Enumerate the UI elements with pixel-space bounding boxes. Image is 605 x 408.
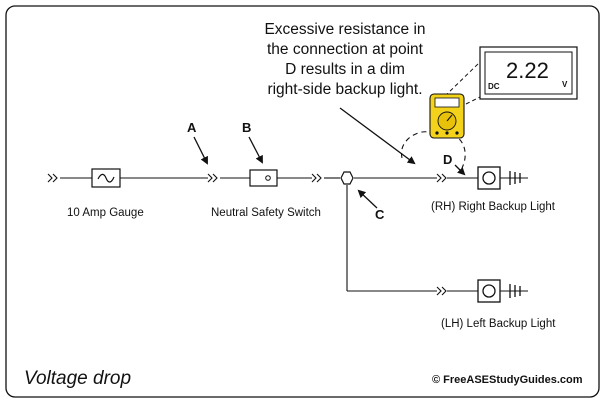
connector-a — [207, 173, 218, 183]
switch-icon — [249, 169, 278, 187]
meter-reading: 2.22 — [506, 58, 549, 83]
splice-hexagon-icon — [340, 171, 354, 185]
gauge-label: 10 Amp Gauge — [67, 207, 144, 219]
connector-start — [47, 173, 58, 183]
switch-label: Neutral Safety Switch — [211, 207, 321, 219]
callout-line-1: Excessive resistance in — [264, 21, 426, 38]
connector-switch-out — [311, 173, 322, 183]
point-b-label: B — [242, 120, 252, 135]
connector-d — [436, 173, 447, 183]
pointer-arrows — [193, 107, 466, 209]
point-a-label: A — [187, 120, 197, 135]
fuse-icon — [91, 168, 121, 188]
copyright-credit: © FreeASEStudyGuides.com — [432, 374, 583, 386]
rh-light-label: (RH) Right Backup Light — [431, 201, 555, 213]
arrow-a — [193, 136, 208, 165]
border-frame — [5, 5, 600, 398]
meter-unit: V — [562, 80, 568, 89]
arrow-c — [357, 189, 378, 209]
rh-light-bulb-icon — [477, 166, 528, 190]
callout-line-4: right-side backup light. — [267, 81, 423, 98]
arrow-d — [454, 164, 466, 176]
lh-light-label: (LH) Left Backup Light — [441, 318, 556, 330]
meter-zoom-line-1 — [444, 61, 481, 97]
lh-light-bulb-icon — [477, 279, 528, 303]
meter-display — [479, 46, 578, 100]
main-wire — [60, 177, 478, 292]
multimeter-icon — [429, 93, 465, 139]
callout-line-3: D results in a dim — [285, 61, 405, 78]
meter-mode: DC — [488, 82, 500, 91]
connector-lh — [436, 286, 447, 296]
arrow-b — [248, 136, 263, 164]
point-d-label: D — [443, 152, 453, 167]
arrow-callout — [339, 107, 416, 165]
connector-chevrons — [47, 173, 447, 296]
callout-line-2: the connection at point — [267, 41, 423, 58]
diagram-title: Voltage drop — [24, 368, 132, 389]
point-c-label: C — [375, 207, 385, 222]
meter-zoom-line-2 — [465, 93, 487, 105]
callout-text: Excessive resistance in the connection a… — [230, 20, 460, 100]
